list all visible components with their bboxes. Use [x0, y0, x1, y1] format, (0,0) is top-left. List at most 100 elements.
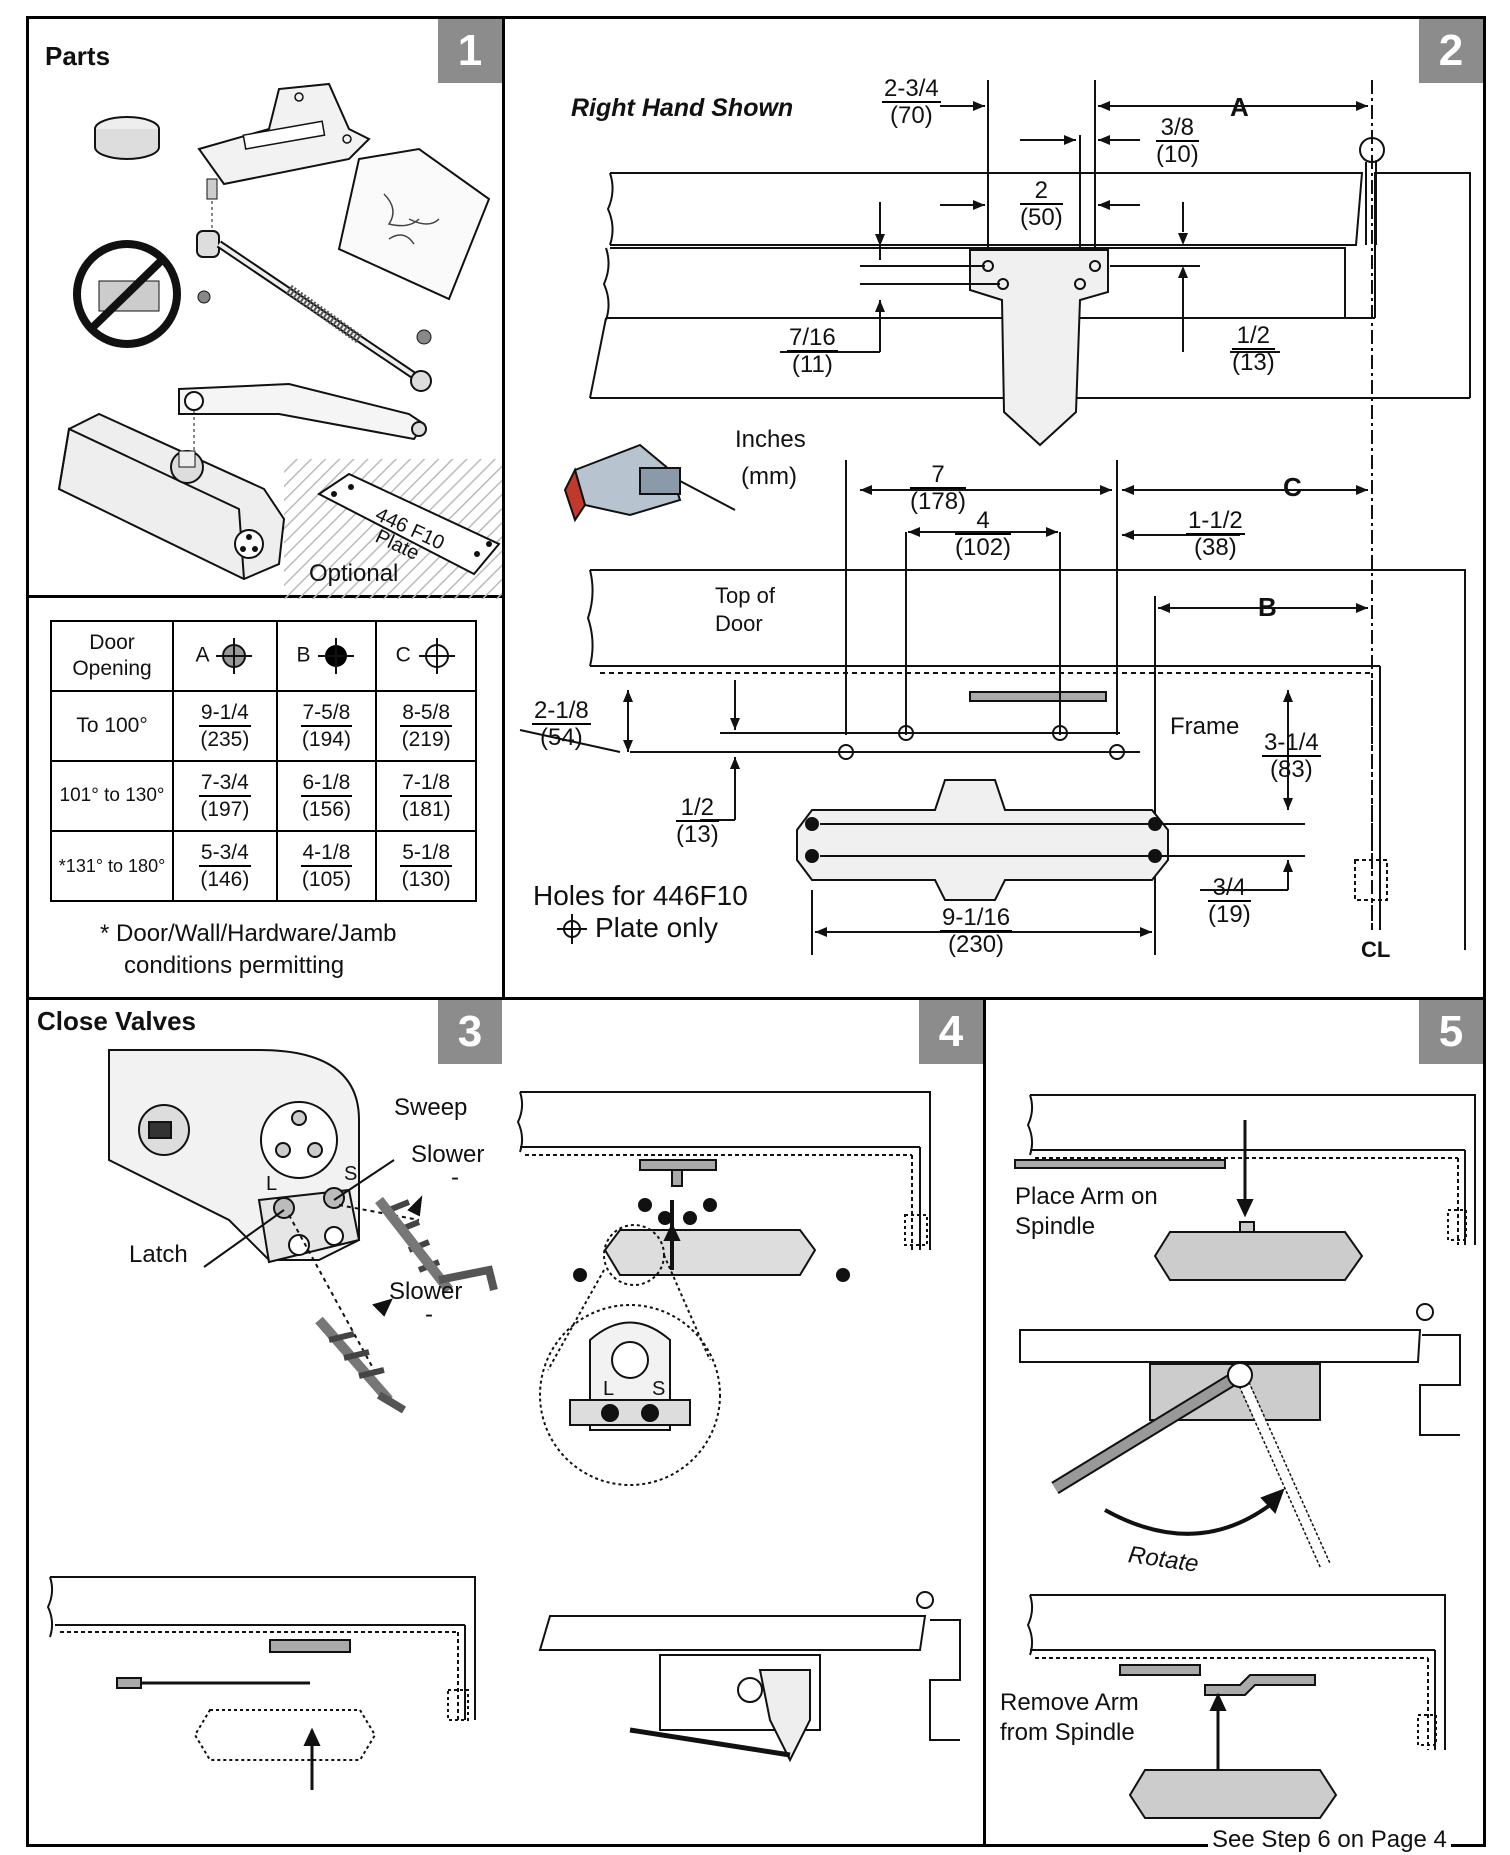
- frac: 7/16(11): [787, 325, 838, 377]
- step-number-2: 2: [1419, 19, 1483, 83]
- latch-label: Latch: [129, 1241, 188, 1268]
- left-column-bottom-border: [26, 595, 29, 1000]
- cell-b: 4-1/8(105): [275, 830, 378, 902]
- num: 1/2: [676, 795, 719, 822]
- den: (38): [1194, 534, 1237, 561]
- den: (11): [791, 351, 833, 378]
- top-of-door-line-1: Top of: [715, 583, 775, 608]
- den: (194): [301, 728, 351, 751]
- num: 5-3/4: [198, 840, 251, 867]
- den: (102): [955, 534, 1012, 561]
- frac: 9-1/4(235): [198, 700, 251, 752]
- den: (70): [890, 102, 933, 129]
- header-c: C: [375, 620, 477, 692]
- frac: 9-1/16(230): [940, 905, 1013, 958]
- cell-b: 7-5/8(194): [275, 690, 378, 762]
- frac: 7-5/8(194): [300, 700, 353, 752]
- num: 2: [1020, 178, 1063, 205]
- num: 1/2: [1232, 323, 1275, 350]
- num: 5-1/8: [400, 840, 453, 867]
- num: 9-1/4: [198, 700, 251, 727]
- table-row: To 100° 9-1/4(235) 7-5/8(194) 8-5/8(219): [49, 690, 477, 762]
- dim-2-1-8: 2-1/8(54): [532, 698, 591, 753]
- table-row: *131° to 180° 5-3/4(146) 4-1/8(105) 5-1/…: [49, 830, 477, 902]
- slower-label-1: Slower: [411, 1141, 485, 1168]
- den: (19): [1208, 901, 1251, 928]
- top-of-door-line-2: Door: [715, 611, 763, 636]
- frac: 2-1/8(54): [532, 698, 591, 750]
- num: 3-1/4: [1262, 729, 1321, 757]
- header-door-opening: Door Opening: [49, 620, 175, 692]
- den: (50): [1020, 204, 1063, 231]
- dim-1-2-top: 1/2(13): [1232, 323, 1275, 378]
- slower-label-2: Slower: [389, 1278, 463, 1305]
- header-c-label: C: [395, 643, 411, 667]
- footnote-line-1: * Door/Wall/Hardware/Jamb: [100, 920, 397, 947]
- parts-title: Parts: [45, 41, 111, 71]
- header-a-label: A: [195, 643, 209, 667]
- frac: 7-3/4(197): [198, 770, 251, 822]
- den: (230): [948, 931, 1005, 958]
- header-a: A: [172, 620, 278, 692]
- dim-9-1-16: 9-1/16(230): [940, 905, 1013, 960]
- num: 4: [955, 508, 1012, 535]
- cell-b: 6-1/8(156): [275, 760, 378, 832]
- num: 7-3/4: [198, 770, 251, 797]
- step-number-1: 1: [438, 19, 502, 83]
- holes-note-line-2: Plate only: [533, 912, 748, 944]
- sweep-label: Sweep: [394, 1094, 468, 1121]
- den: (156): [301, 798, 351, 821]
- step-number-5: 5: [1419, 1000, 1483, 1064]
- footer-next-step: See Step 6 on Page 4: [1208, 1826, 1451, 1854]
- cell-a: 5-3/4(146): [172, 830, 278, 902]
- remove-arm-line-2: from Spindle: [1000, 1719, 1135, 1746]
- holes-note-line-2-text: Plate only: [595, 912, 718, 943]
- dim-7: 7(178): [910, 462, 967, 517]
- cell-c: 7-1/8(181): [375, 760, 477, 832]
- num: 2-1/8: [532, 697, 591, 725]
- step3-panel: 3 Close Valves L S Sweep: [26, 997, 505, 1421]
- header-door-opening-label: Door Opening: [72, 631, 152, 680]
- dim-2-3-4: 2-3/4(70): [882, 76, 941, 131]
- dim-2: 2(50): [1020, 178, 1063, 233]
- cell-a: 7-3/4(197): [172, 760, 278, 832]
- den: (10): [1156, 141, 1199, 168]
- step-number-4: 4: [919, 1000, 983, 1064]
- grey-hole-icon: [216, 638, 253, 674]
- row-opening: To 100°: [49, 690, 175, 762]
- frac: 2(50): [1020, 178, 1063, 230]
- frac: 3-1/4(83): [1262, 730, 1321, 782]
- remove-arm-line-1: Remove Arm: [1000, 1689, 1139, 1716]
- place-arm-label: Place Arm on Spindle: [1015, 1182, 1158, 1242]
- step4-panel: 4: [502, 997, 986, 1847]
- holes-note-line-1: Holes for 446F10: [533, 880, 748, 911]
- table-row: 101° to 130° 7-3/4(197) 6-1/8(156) 7-1/8…: [49, 760, 477, 832]
- centerline-label: CL: [1361, 937, 1391, 962]
- right-hand-shown: Right Hand Shown: [571, 94, 794, 122]
- place-arm-line-2: Spindle: [1015, 1213, 1096, 1240]
- step4-lower-panel: [26, 1418, 505, 1847]
- num: 1-1/2: [1186, 507, 1245, 535]
- row-opening: *131° to 180°: [49, 830, 175, 902]
- footnote-line-2: conditions permitting: [124, 952, 345, 979]
- door-opening-table: Door Opening A B C To 100° 9-1/4(235) 7-…: [49, 620, 477, 902]
- frac: 7-1/8(181): [400, 770, 453, 822]
- remove-arm-label: Remove Arm from Spindle: [1000, 1688, 1139, 1748]
- num: 7-1/8: [400, 770, 453, 797]
- den: (219): [401, 728, 451, 751]
- frac: 8-5/8(219): [400, 700, 453, 752]
- num: 3/8: [1156, 115, 1199, 142]
- dim-label-c: C: [1283, 472, 1302, 502]
- den: (235): [200, 728, 250, 751]
- den: (197): [200, 798, 250, 821]
- close-valves-illustration: L S: [108, 1049, 498, 1414]
- optional-label: Optional: [309, 560, 399, 587]
- den: (54): [540, 724, 583, 751]
- minus-label-2: -: [425, 1301, 433, 1328]
- minus-label-1: -: [451, 1164, 459, 1191]
- num: 7/16: [787, 324, 838, 352]
- table-footnote: * Door/Wall/Hardware/Jamb conditions per…: [100, 918, 397, 982]
- place-arm-line-1: Place Arm on: [1015, 1183, 1158, 1210]
- dim-1-2-bottom: 1/2(13): [676, 795, 719, 850]
- den: (13): [676, 821, 719, 848]
